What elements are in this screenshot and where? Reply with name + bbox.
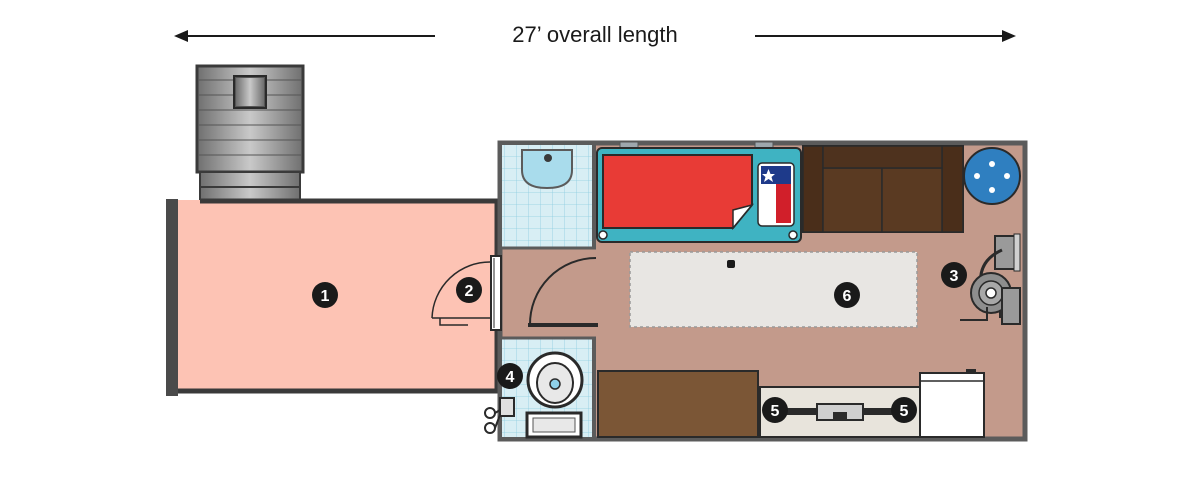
area-rug bbox=[629, 251, 918, 328]
desk bbox=[597, 370, 759, 438]
callout-5-right: 5 bbox=[891, 397, 917, 423]
dimension-arrow-right bbox=[755, 30, 1016, 42]
tv-icon bbox=[785, 403, 897, 421]
callout-3: 3 bbox=[941, 262, 967, 288]
svg-text:1: 1 bbox=[321, 288, 330, 305]
svg-text:5: 5 bbox=[771, 403, 780, 420]
toilet-icon bbox=[525, 351, 584, 439]
bed bbox=[596, 141, 802, 243]
svg-text:2: 2 bbox=[465, 283, 474, 300]
chair-icon bbox=[960, 233, 1021, 325]
round-side-table bbox=[963, 147, 1021, 205]
texas-flag-pillow-icon bbox=[757, 162, 795, 227]
dimension-arrow-left bbox=[174, 30, 435, 42]
outdoor-faucet-icon bbox=[484, 397, 515, 434]
callout-5-left: 5 bbox=[762, 397, 788, 423]
svg-text:6: 6 bbox=[843, 288, 852, 305]
sink-icon bbox=[521, 149, 573, 190]
svg-text:4: 4 bbox=[506, 369, 515, 386]
cabinet bbox=[919, 369, 985, 438]
interior-door bbox=[528, 257, 598, 327]
callout-1: 1 bbox=[312, 282, 338, 308]
sofa bbox=[802, 145, 964, 233]
entry-door bbox=[431, 255, 502, 331]
svg-text:5: 5 bbox=[900, 403, 909, 420]
callout-2: 2 bbox=[456, 277, 482, 303]
overall-length-label: 27’ overall length bbox=[512, 22, 678, 47]
callout-4: 4 bbox=[497, 363, 523, 389]
callout-6: 6 bbox=[834, 282, 860, 308]
svg-text:3: 3 bbox=[950, 268, 959, 285]
